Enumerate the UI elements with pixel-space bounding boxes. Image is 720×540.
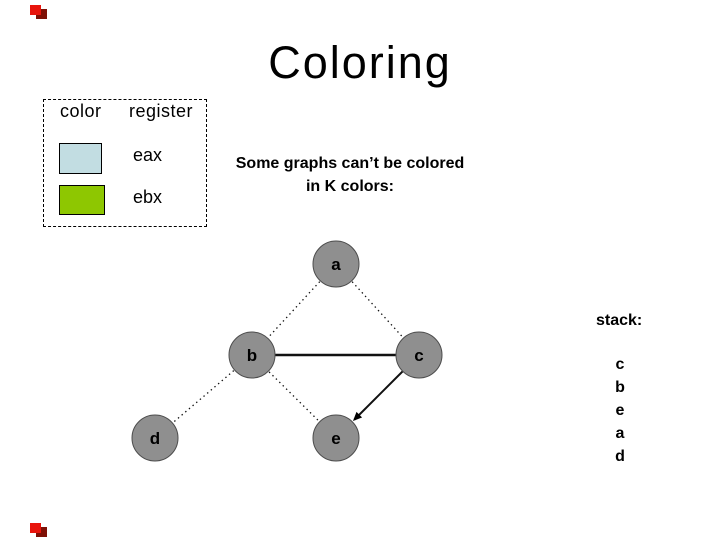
- graph-node-label-c: c: [414, 346, 423, 365]
- corner-mark-shadow: [36, 527, 47, 537]
- stack-item-3: a: [615, 425, 625, 442]
- graph-node-label-a: a: [331, 255, 341, 274]
- corner-mark-shadow: [36, 9, 47, 19]
- graph-node-label-b: b: [247, 346, 257, 365]
- graph-node-label-d: d: [150, 429, 160, 448]
- graph-edges: [154, 263, 420, 439]
- note-text: Some graphs can’t be colored in K colors…: [226, 152, 474, 198]
- graph-node-e: [312, 414, 360, 462]
- note-line-2: in K colors:: [305, 178, 394, 195]
- page-title: Coloring: [268, 37, 452, 88]
- graph-node-d: [131, 414, 179, 462]
- legend-header-color: color: [60, 101, 102, 121]
- corner-mark-square: [30, 523, 41, 533]
- graph-node-b: [228, 331, 276, 379]
- color-register-legend: color register eax ebx: [43, 99, 207, 227]
- stack-item-4: d: [615, 448, 625, 465]
- stack-item-1: b: [615, 379, 625, 396]
- legend-label-ebx: ebx: [133, 187, 163, 207]
- stack-label: stack:: [596, 312, 643, 329]
- graph-nodes: a b c d e: [131, 240, 443, 462]
- corner-mark-square: [30, 5, 41, 15]
- note-line-1: Some graphs can’t be colored: [235, 155, 465, 172]
- legend-swatch-eax: [59, 143, 102, 174]
- graph-node-c: [395, 331, 443, 379]
- stack-item-2: e: [615, 402, 625, 419]
- graph-node-a: [312, 240, 360, 288]
- corner-mark-bottom-left: [30, 523, 48, 537]
- legend-swatch-ebx: [59, 185, 105, 215]
- corner-mark-top-left: [30, 5, 48, 19]
- graph-node-label-e: e: [331, 429, 340, 448]
- legend-header-register: register: [129, 101, 194, 121]
- legend-label-eax: eax: [133, 145, 163, 165]
- stack-item-0: c: [615, 356, 625, 373]
